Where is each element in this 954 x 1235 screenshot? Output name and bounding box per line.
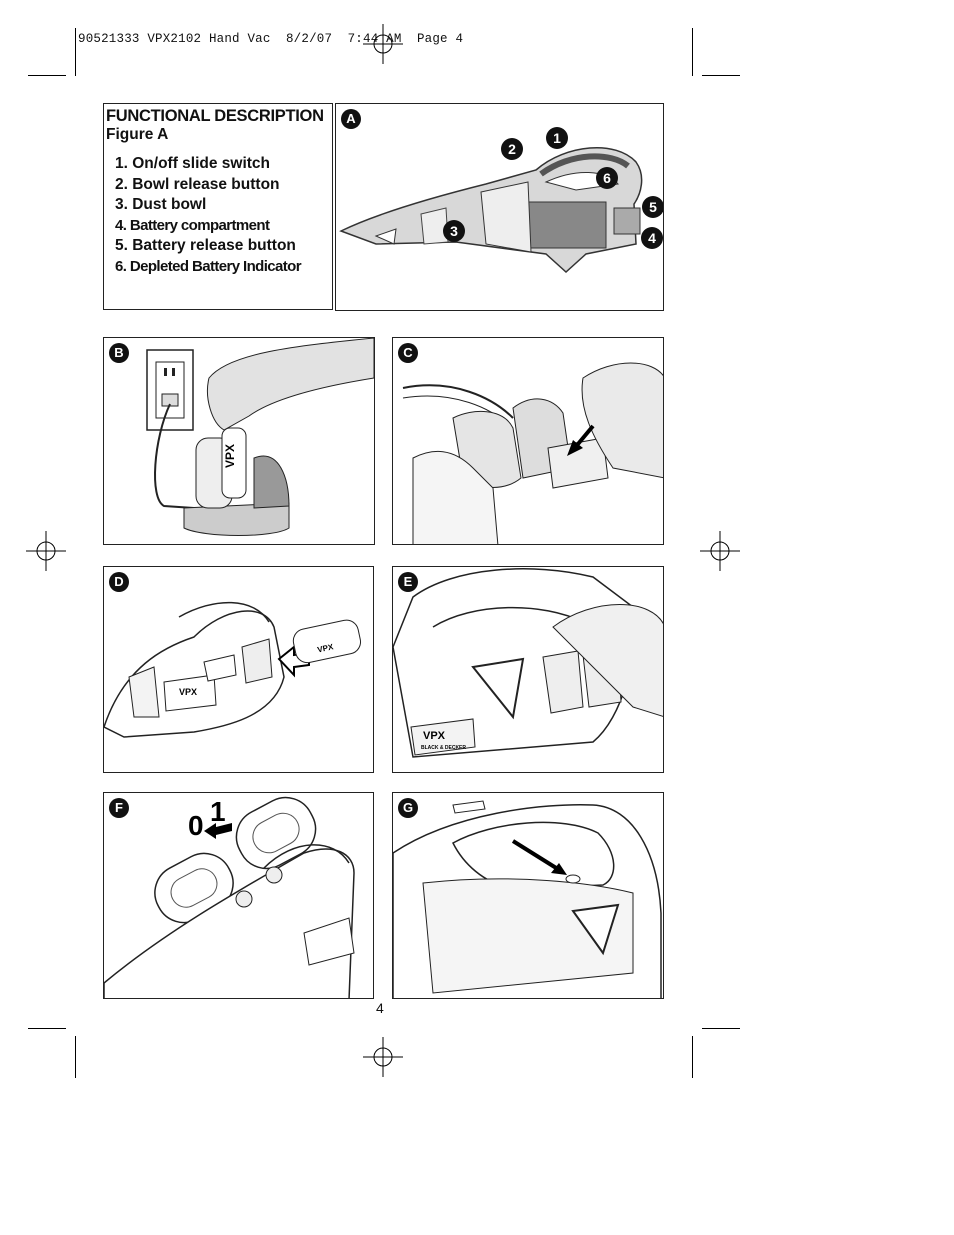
- crop-mark: [75, 1036, 76, 1078]
- callout-3: 3: [443, 220, 465, 242]
- slug-time: 7:44 AM: [347, 32, 402, 46]
- figure-badge: F: [109, 798, 129, 818]
- registration-mark: [363, 1037, 403, 1077]
- slug-date: 8/2/07: [285, 32, 333, 46]
- slug-page: Page 4: [416, 32, 464, 46]
- functional-description: FUNCTIONAL DESCRIPTION Figure A 1. On/of…: [103, 103, 333, 310]
- figure-g-panel: G: [392, 792, 664, 999]
- callout-2: 2: [501, 138, 523, 160]
- callout-4: 4: [641, 227, 663, 249]
- crop-mark: [702, 75, 740, 76]
- registration-mark: [363, 24, 403, 64]
- brand-label: BLACK & DECKER: [421, 745, 466, 751]
- list-item: 6. Depleted Battery Indicator: [115, 257, 302, 275]
- figure-a-panel: A 1 2 3 4 5 6: [335, 103, 664, 311]
- battery-insert-illustration: [402, 362, 663, 544]
- crop-mark: [75, 28, 76, 76]
- registration-mark: [700, 531, 740, 571]
- switch-illustration: 1 0: [104, 796, 355, 998]
- callout-5: 5: [642, 196, 663, 218]
- crop-mark: [692, 28, 693, 76]
- description-title: FUNCTIONAL DESCRIPTION: [106, 107, 324, 125]
- crop-mark: [28, 75, 66, 76]
- parts-list: 1. On/off slide switch 2. Bowl release b…: [106, 154, 332, 277]
- figure-badge: G: [398, 798, 418, 818]
- figure-b-panel: B VPX: [103, 337, 375, 545]
- list-item: 5. Battery release button: [115, 237, 296, 254]
- vpx-label: VPX: [317, 642, 335, 654]
- page-number: 4: [376, 1000, 384, 1016]
- figure-badge: C: [398, 343, 418, 363]
- figure-badge: A: [341, 109, 361, 129]
- figure-label: Figure A: [106, 126, 169, 143]
- figure-badge: E: [398, 572, 418, 592]
- figure-badge: B: [109, 343, 129, 363]
- list-item: 1. On/off slide switch: [115, 155, 271, 172]
- battery-remove-illustration: VPX VPX: [104, 601, 362, 738]
- list-item: 4. Battery compartment: [115, 216, 270, 234]
- crop-mark: [702, 1028, 740, 1029]
- crop-mark: [28, 1028, 66, 1029]
- vpx-label: VPX: [179, 687, 197, 697]
- figure-f-panel: F 1 0: [103, 792, 374, 999]
- figure-c-panel: C: [392, 337, 664, 545]
- crop-mark: [692, 1036, 693, 1078]
- callout-6: 6: [596, 167, 618, 189]
- list-item: 2. Bowl release button: [115, 175, 280, 193]
- list-item: 3. Dust bowl: [115, 196, 207, 213]
- battery-seat-illustration: VPX BLACK & DECKER: [393, 568, 663, 758]
- slug-model: VPX2102: [147, 32, 202, 46]
- callout-1: 1: [546, 127, 568, 149]
- registration-mark: [26, 531, 66, 571]
- slug-job: 90521333: [78, 32, 140, 46]
- indicator-illustration: [393, 800, 662, 998]
- print-slug: 90521333 VPX2102 Hand Vac 8/2/07 7:44 AM…: [78, 32, 463, 46]
- hand-vac-illustration: [339, 146, 643, 274]
- vpx-label: VPX: [423, 730, 446, 742]
- figure-badge: D: [109, 572, 129, 592]
- figure-e-panel: E VPX BLACK & DECKER: [392, 566, 664, 773]
- switch-on-label: 1: [210, 796, 226, 827]
- vpx-label: VPX: [223, 444, 237, 468]
- charging-illustration: VPX: [146, 338, 374, 536]
- slug-product: Hand Vac: [208, 32, 271, 46]
- figure-d-panel: D VPX VPX: [103, 566, 374, 773]
- switch-off-label: 0: [188, 810, 204, 841]
